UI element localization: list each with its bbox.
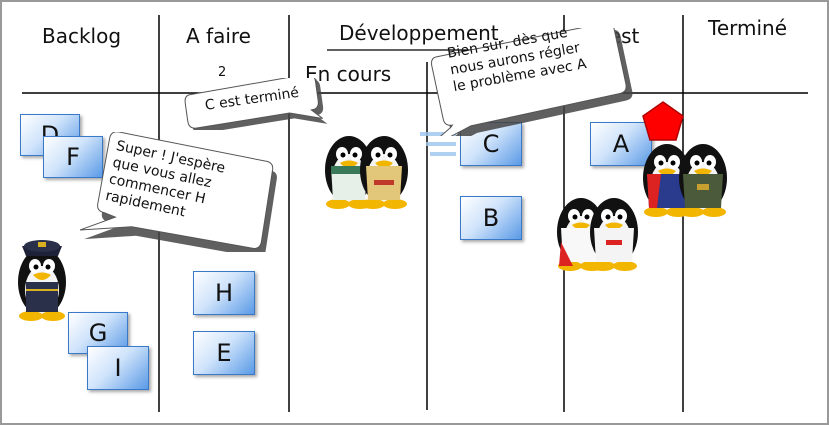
column-inprogress-label: En cours <box>305 62 392 86</box>
card-i[interactable]: I <box>87 346 149 390</box>
card-f[interactable]: F <box>43 136 103 178</box>
card-e[interactable]: E <box>193 331 255 375</box>
motion-streaks <box>420 132 456 156</box>
speech-bubble-middle: C est terminé <box>178 78 328 130</box>
column-dev-label: Développement <box>339 21 499 45</box>
column-done-label: Terminé <box>708 16 788 40</box>
card-b[interactable]: B <box>460 196 522 240</box>
wip-limit: 2 <box>218 65 227 80</box>
card-a[interactable]: A <box>590 122 652 166</box>
speech-bubble-left: Super ! J'espère que vous allez commence… <box>80 132 280 252</box>
column-todo-label: A faire <box>186 24 251 48</box>
column-backlog-label: Backlog <box>42 24 122 48</box>
speech-bubble-right: Bien sur, dès que nous aurons régler le … <box>408 25 640 136</box>
card-h[interactable]: H <box>193 271 255 315</box>
stop-sign-icon <box>642 101 684 141</box>
